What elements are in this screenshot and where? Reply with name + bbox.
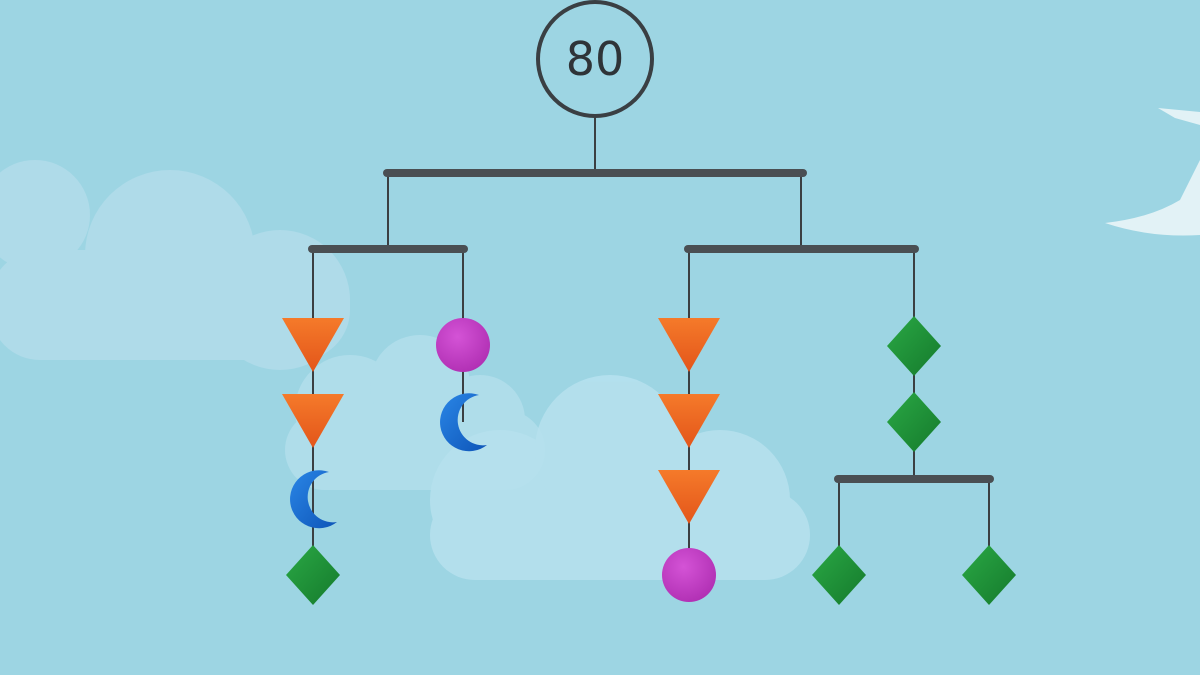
top-balance-bar [383,169,807,177]
lower-right-balance-bar [834,475,994,483]
bird-icon [1105,108,1200,236]
triangle-icon [282,394,344,448]
diamond-icon [887,316,941,376]
circle-icon [436,318,490,372]
left-balance-bar [308,245,468,253]
circle-icon [662,548,716,602]
triangle-icon [658,394,720,448]
total-weight-circle [536,0,654,118]
cloud-icon [430,375,810,580]
triangle-icon [658,318,720,372]
diamond-icon [887,392,941,452]
moon-icon [440,393,487,452]
diamond-icon [812,545,866,605]
moon-icon [290,470,337,529]
right-balance-bar [684,245,919,253]
total-weight-value: 80 [566,32,625,86]
diamond-icon [286,545,340,605]
diamond-icon [962,545,1016,605]
cloud-icon [0,160,350,370]
triangle-icon [658,470,720,524]
triangle-icon [282,318,344,372]
